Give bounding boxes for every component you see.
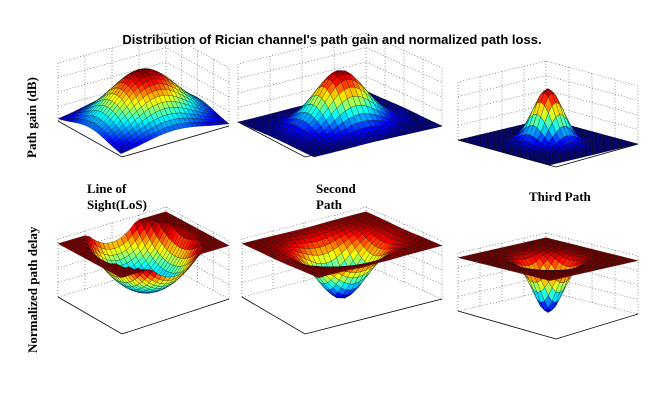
surface-panel-2-2: [241, 206, 443, 335]
surface-facet: [310, 154, 320, 158]
surface-facet: [118, 149, 126, 154]
surface-facet: [546, 278, 554, 281]
floor-axis: [241, 296, 443, 335]
floor-axis: [57, 296, 230, 335]
grid-line: [457, 75, 639, 101]
floor-axis: [457, 310, 639, 340]
surface-panel-2-3: [457, 232, 639, 340]
column-label-second-path: Second Path: [316, 181, 356, 212]
surface-panel-2-1: [57, 206, 230, 335]
figure-title: Distribution of Rician channel's path ga…: [122, 32, 542, 47]
surface-panel-1-2: [237, 32, 443, 158]
surface-panel-1-3: [457, 60, 639, 168]
grid-line: [241, 250, 443, 285]
row-label-path-gain: Path gain (dB): [24, 77, 39, 158]
floor-axis: [57, 120, 230, 158]
surface-facet: [546, 162, 554, 166]
surface-facet: [118, 274, 126, 278]
column-label-third-path: Third Path: [529, 189, 591, 204]
column-label-los: Line of Sight(LoS): [87, 181, 147, 212]
row-label-normalized-path-delay: Normalized path delay: [25, 226, 40, 353]
surface-facet: [314, 274, 324, 278]
surface-panel-1-1: [57, 32, 230, 158]
floor-axis: [457, 139, 639, 168]
